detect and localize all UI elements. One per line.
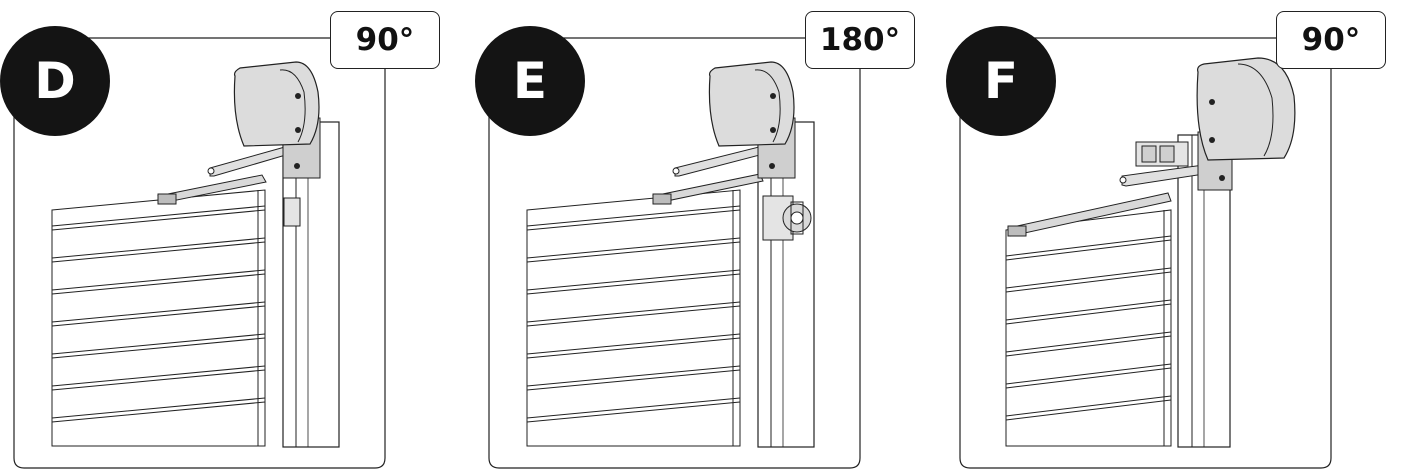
gate-opener-illustration-f bbox=[959, 37, 1332, 469]
drive-arm bbox=[674, 144, 772, 177]
gate-slats bbox=[1005, 209, 1172, 447]
panel-letter-badge: D bbox=[0, 26, 110, 136]
drive-rail bbox=[157, 174, 267, 205]
opening-angle-label: 90° bbox=[1276, 11, 1386, 69]
opening-angle-label: 180° bbox=[805, 11, 915, 69]
hinge bbox=[762, 195, 812, 241]
hinge bbox=[283, 197, 301, 227]
panel-frame bbox=[13, 37, 386, 469]
motor-housing bbox=[708, 61, 795, 169]
panel-f: F 90° bbox=[946, 0, 1386, 473]
panel-frame bbox=[959, 37, 1332, 469]
gate-opener-illustration-d bbox=[13, 37, 386, 469]
panel-letter-badge: F bbox=[946, 26, 1056, 136]
motor-housing bbox=[233, 61, 320, 169]
panel-letter-badge: E bbox=[475, 26, 585, 136]
panel-e: E 180° bbox=[475, 0, 915, 473]
gate-slats bbox=[51, 189, 266, 447]
gate-opener-illustration-e bbox=[488, 37, 861, 469]
panel-d: D 90° bbox=[0, 0, 440, 473]
wall-bracket bbox=[1135, 141, 1189, 167]
drive-rail bbox=[652, 173, 764, 205]
motor-housing bbox=[1196, 57, 1296, 181]
gate-slats bbox=[526, 189, 741, 447]
opening-angle-label: 90° bbox=[330, 11, 440, 69]
drive-rail bbox=[1007, 192, 1172, 237]
panel-frame bbox=[488, 37, 861, 469]
